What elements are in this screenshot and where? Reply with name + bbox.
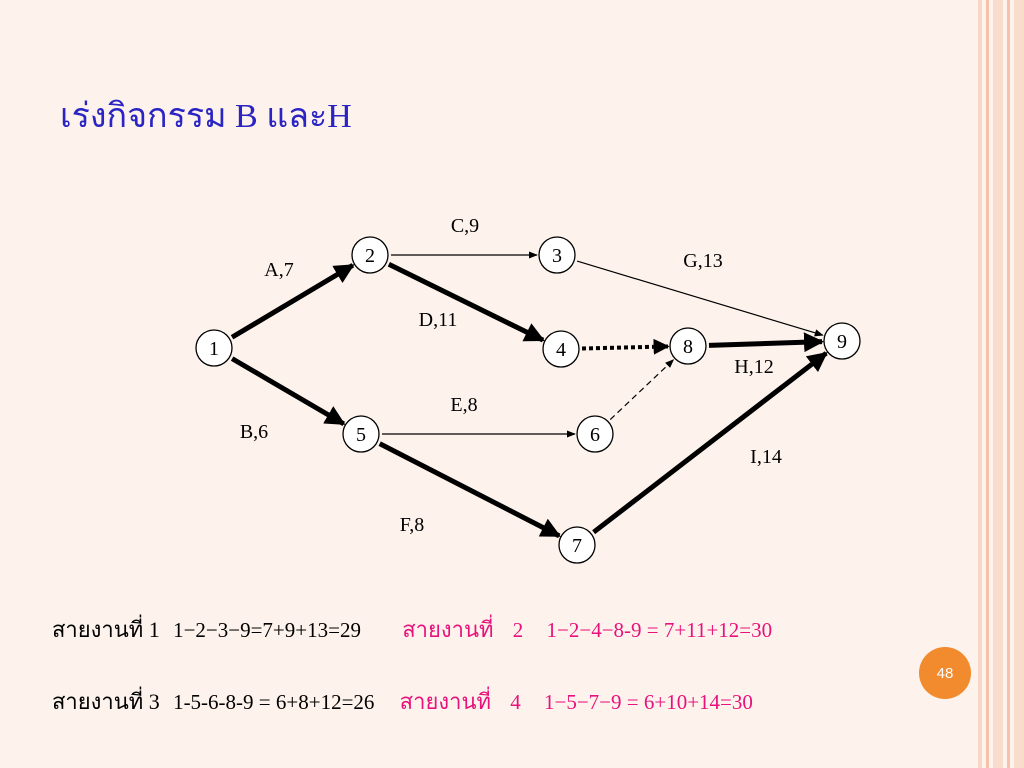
node-label-5: 5	[356, 424, 366, 446]
decor-stripe	[993, 0, 1003, 768]
path-3-expr: 1-5-6-8-9 = 6+8+12=26	[173, 690, 375, 714]
edge-label-8-9: H,12	[734, 356, 773, 378]
edge-3-9	[576, 260, 824, 337]
edge-label-3-9: G,13	[683, 250, 722, 272]
node-label-4: 4	[556, 339, 566, 361]
node-5	[342, 415, 380, 453]
slide-title: เร่งกิจกรรม B และH	[60, 98, 352, 135]
path-4-num: 4	[510, 690, 521, 714]
node-1	[195, 329, 233, 367]
edge-label-1-5: B,6	[240, 421, 268, 443]
path-2-label: สายงานที่	[402, 617, 494, 642]
decor-stripe	[978, 0, 982, 768]
path-row-1: สายงานที่ 1 1−2−3−9=7+9+13=29 สายงานที่ …	[52, 612, 772, 647]
decor-stripe	[1007, 0, 1010, 768]
edge-label-7-9: I,14	[750, 446, 782, 468]
node-4	[542, 330, 580, 368]
path-2-expr: 1−2−4−8-9 = 7+11+12=30	[546, 618, 773, 642]
edge-label-5-6: E,8	[450, 394, 477, 416]
node-9	[823, 322, 861, 360]
edge-label-5-7: F,8	[400, 514, 425, 536]
decor-stripe	[1014, 0, 1024, 768]
edge-7-9	[592, 351, 828, 535]
path-1-label: สายงานที่ 1	[52, 617, 160, 642]
node-8	[669, 327, 707, 365]
node-label-9: 9	[837, 331, 847, 353]
edge-5-7	[378, 441, 561, 539]
path-3-label: สายงานที่ 3	[52, 689, 160, 714]
path-row-2: สายงานที่ 3 1-5-6-8-9 = 6+8+12=26 สายงาน…	[52, 684, 753, 719]
slide-number-badge: 48	[919, 647, 971, 699]
path-4-expr: 1−5−7−9 = 6+10+14=30	[543, 690, 753, 714]
path-2-num: 2	[512, 618, 524, 642]
node-label-1: 1	[209, 338, 219, 360]
edge-label-1-2: A,7	[264, 259, 293, 281]
edge-2-4	[387, 262, 545, 343]
node-label-7: 7	[572, 535, 582, 557]
decor-stripe	[986, 0, 989, 768]
node-3	[538, 236, 576, 274]
node-6	[576, 415, 614, 453]
node-2	[351, 236, 389, 274]
node-label-8: 8	[683, 336, 693, 358]
edge-8-9	[708, 332, 825, 353]
edge-1-5	[230, 356, 346, 427]
edge-4-8	[581, 338, 670, 355]
node-label-3: 3	[552, 245, 562, 267]
node-label-6: 6	[590, 424, 600, 446]
path-1-expr: 1−2−3−9=7+9+13=29	[173, 618, 361, 642]
edge-6-8	[609, 359, 675, 421]
edge-label-2-4: D,11	[419, 309, 458, 331]
path-4-label: สายงานที่	[399, 689, 491, 714]
edge-label-2-3: C,9	[451, 215, 479, 237]
node-7	[558, 526, 596, 564]
edge-1-2	[230, 263, 355, 340]
node-label-2: 2	[365, 245, 375, 267]
